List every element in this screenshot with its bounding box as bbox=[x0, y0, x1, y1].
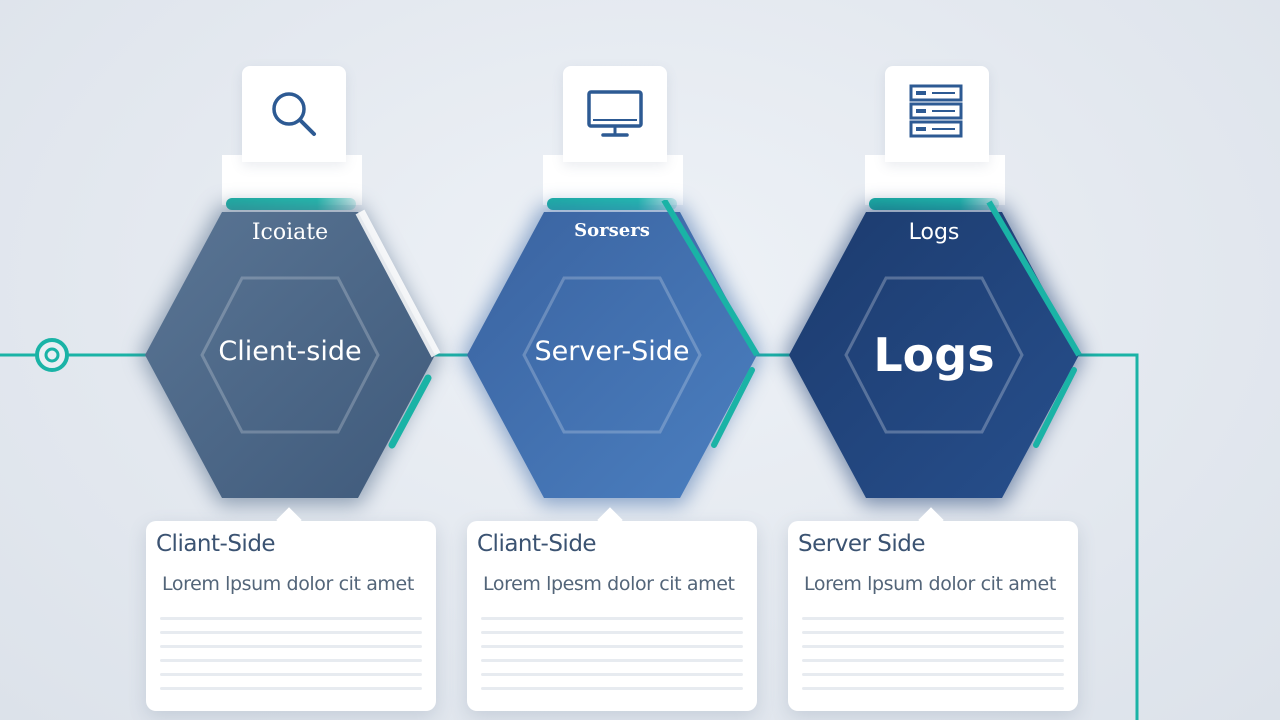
node-main-label: Logs bbox=[873, 328, 995, 382]
node-main-label: Server-Side bbox=[534, 336, 690, 367]
card-title: Cliant-Side bbox=[156, 531, 276, 557]
node-top-label: Icoiate bbox=[251, 220, 329, 245]
card-title: Cliant-Side bbox=[477, 531, 597, 557]
placeholder-text-lines bbox=[802, 617, 1064, 701]
node-top-label: Logs bbox=[908, 220, 960, 245]
hex-node-client[interactable]: Icoiate Client-side bbox=[130, 200, 450, 510]
info-card[interactable]: Cliant-Side Lorem lpesm dolor cit amet bbox=[467, 521, 757, 711]
info-card[interactable]: Server Side Lorem lpsum dolor cit amet bbox=[788, 521, 1078, 711]
node-main-label: Client-side bbox=[218, 336, 362, 367]
placeholder-text-lines bbox=[481, 617, 743, 701]
hexagon-shape bbox=[145, 209, 441, 498]
card-subtitle: Lorem lpsum dolor cit amet bbox=[804, 573, 1056, 595]
info-card[interactable]: Cliant-Side Lorem lpsum dolor cit amet bbox=[146, 521, 436, 711]
node-top-label: Sorsers bbox=[574, 220, 650, 241]
hexagon-shape bbox=[789, 200, 1082, 498]
node-collar bbox=[222, 155, 362, 205]
server-rack-icon bbox=[909, 84, 963, 138]
icon-tab bbox=[885, 66, 989, 162]
icon-tab bbox=[563, 66, 667, 162]
card-subtitle: Lorem lpsum dolor cit amet bbox=[162, 573, 414, 595]
card-subtitle: Lorem lpesm dolor cit amet bbox=[483, 573, 735, 595]
hex-node-server[interactable]: Sorsers Server-Side bbox=[452, 200, 772, 510]
placeholder-text-lines bbox=[160, 617, 422, 701]
monitor-icon bbox=[587, 90, 643, 137]
icon-tab bbox=[242, 66, 346, 162]
right-connector bbox=[1070, 353, 1139, 720]
start-node-icon bbox=[35, 338, 69, 372]
hex-node-logs[interactable]: Logs Logs bbox=[774, 200, 1094, 510]
search-icon bbox=[272, 92, 316, 136]
card-title: Server Side bbox=[798, 531, 925, 557]
node-collar bbox=[865, 155, 1005, 205]
node-collar bbox=[543, 155, 683, 205]
hexagon-shape bbox=[467, 200, 760, 498]
